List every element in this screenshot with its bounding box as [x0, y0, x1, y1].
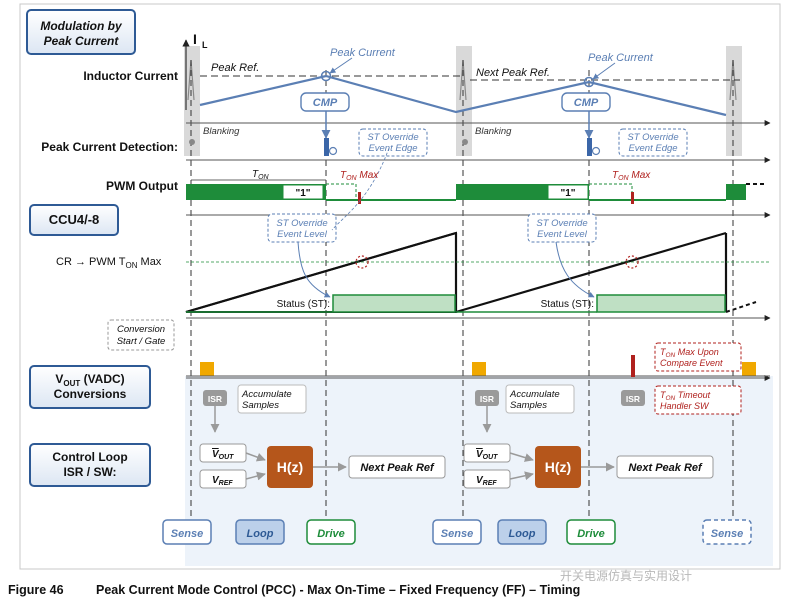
hz-block [267, 446, 313, 488]
svg-text:Conversions: Conversions [54, 387, 127, 401]
control-loop-box [29, 443, 151, 487]
svg-text:ISR: ISR [480, 394, 494, 404]
svg-text:"1": "1" [560, 188, 575, 199]
status-st-region [596, 294, 726, 313]
svg-text:VOUT: VOUT [476, 449, 498, 461]
blanking-region [726, 46, 742, 156]
il-label-sub: L [202, 40, 208, 50]
adc-conversion-pulse [742, 362, 756, 376]
pwm-high-segment [726, 184, 746, 200]
svg-text:Sense: Sense [711, 528, 743, 540]
phase-drive: Drive [317, 528, 345, 540]
svg-text:H(z): H(z) [277, 459, 303, 475]
cmp-box [561, 92, 611, 112]
svg-text:ISR / SW:: ISR / SW: [63, 465, 116, 479]
peak-marker [320, 70, 332, 82]
svg-text:ST Override: ST Override [627, 132, 678, 143]
row-label-pwm: PWM Output [106, 179, 178, 193]
svg-text:Event Edge: Event Edge [368, 143, 417, 154]
svg-text:"1": "1" [295, 188, 310, 199]
next-peak-ref-label: Next Peak Ref. [476, 67, 550, 79]
svg-text:H(z): H(z) [545, 459, 571, 475]
st-override-edge-callout [618, 128, 688, 157]
svg-text:Event Edge: Event Edge [628, 143, 677, 154]
detect-pulse [587, 138, 592, 156]
svg-text:TON Timeout: TON Timeout [660, 390, 711, 402]
cmp-box [300, 92, 350, 112]
row-label-ccu: CCU4/-8 [49, 212, 100, 227]
il-label: I [193, 31, 197, 47]
vout-box [29, 365, 151, 409]
ccu-box [29, 204, 119, 236]
adc-conversion-pulse [200, 362, 214, 376]
svg-text:ST Override: ST Override [536, 218, 587, 229]
row-label-detection: Peak Current Detection: [41, 140, 178, 154]
svg-text:Conversion: Conversion [117, 324, 165, 335]
figure-number: Figure 46 [8, 583, 64, 597]
inductor-current-waveform [199, 74, 727, 117]
peak-ref-label: Peak Ref. [211, 62, 259, 74]
svg-text:Accumulate: Accumulate [509, 389, 560, 400]
peak-marker [583, 76, 595, 88]
svg-text:Next Peak Ref: Next Peak Ref [628, 462, 703, 474]
svg-text:TON: TON [252, 169, 270, 181]
watermark: 开关电源仿真与实用设计 [560, 568, 692, 583]
figure-caption: Peak Current Mode Control (PCC) - Max On… [96, 583, 580, 597]
svg-text:VREF: VREF [476, 475, 497, 487]
svg-text:TON Max: TON Max [340, 170, 379, 182]
svg-text:Next Peak Ref: Next Peak Ref [360, 462, 435, 474]
svg-text:Peak Current: Peak Current [330, 47, 396, 59]
svg-text:ISR: ISR [626, 394, 640, 404]
blanking-region [456, 46, 472, 156]
row-label-cr: CR → PWM TON Max [56, 256, 162, 270]
ton-max-marker [631, 192, 634, 204]
adc-conversion-pulse [472, 362, 486, 376]
title-line2: Peak Current [44, 34, 120, 48]
row-label-control: Control Loop [52, 450, 127, 464]
svg-text:VREF: VREF [212, 475, 233, 487]
blanking-dot [189, 139, 195, 145]
hz-block [535, 446, 581, 488]
svg-text:Peak Current: Peak Current [588, 52, 654, 64]
blanking-dot [462, 139, 468, 145]
detect-pulse [324, 138, 329, 156]
svg-text:Accumulate: Accumulate [241, 389, 292, 400]
svg-text:Event Level: Event Level [277, 229, 328, 240]
svg-text:Compare Event: Compare Event [660, 358, 723, 368]
blanking-region [184, 46, 200, 156]
title-line1: Modulation by [40, 19, 123, 33]
phase-sense: Sense [171, 528, 203, 540]
svg-text:Sense: Sense [441, 528, 473, 540]
svg-text:Status (ST):: Status (ST): [277, 299, 330, 310]
svg-text:CMP: CMP [574, 97, 599, 109]
svg-text:Handler SW: Handler SW [660, 401, 710, 411]
st-override-edge-callout [358, 128, 428, 157]
row-label-vout: VOUT (VADC) [55, 372, 124, 388]
phase-loop: Loop [247, 528, 274, 540]
svg-text:Samples: Samples [510, 400, 547, 411]
svg-text:Loop: Loop [509, 528, 536, 540]
svg-text:ISR: ISR [208, 394, 222, 404]
svg-text:VOUT: VOUT [212, 449, 234, 461]
svg-text:TON Max: TON Max [612, 170, 651, 182]
status-st-region [332, 294, 456, 313]
svg-text:Drive: Drive [577, 528, 605, 540]
svg-text:CMP: CMP [313, 97, 338, 109]
row-label-inductor: Inductor Current [83, 69, 178, 83]
svg-text:Event Level: Event Level [537, 229, 588, 240]
svg-text:Start / Gate: Start / Gate [117, 336, 166, 347]
svg-text:Samples: Samples [242, 400, 279, 411]
conversion-gate-callout [107, 319, 175, 351]
svg-text:Status (ST):: Status (ST): [541, 299, 594, 310]
svg-text:ST Override: ST Override [367, 132, 418, 143]
svg-text:ST Override: ST Override [276, 218, 327, 229]
svg-text:TON Max Upon: TON Max Upon [660, 347, 719, 359]
ton-max-marker [358, 192, 361, 204]
title-box [26, 9, 136, 55]
svg-text:Blanking: Blanking [475, 126, 512, 137]
svg-text:Blanking: Blanking [203, 126, 240, 137]
